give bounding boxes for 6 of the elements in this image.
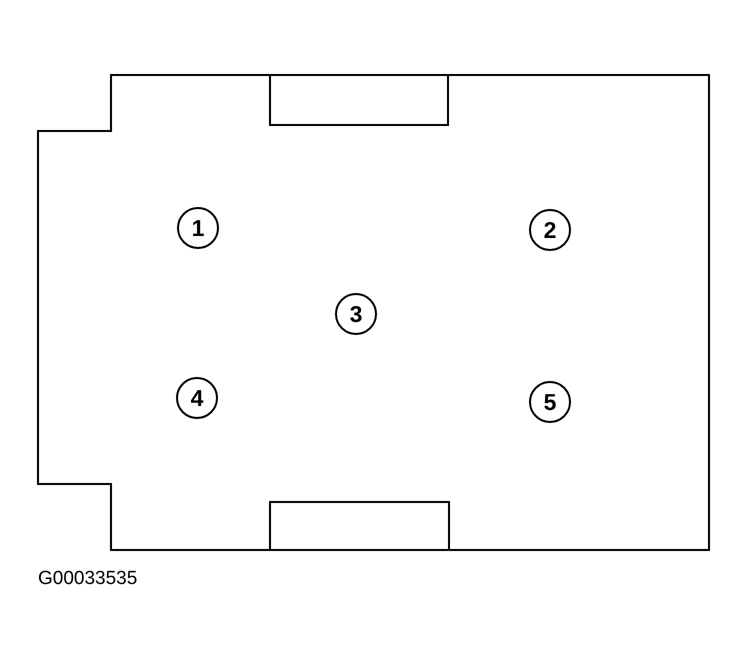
pin-number-circle: 5 xyxy=(529,381,571,423)
pin-number-circle: 1 xyxy=(177,207,219,249)
pin-number-circle: 2 xyxy=(529,209,571,251)
pin-number-circle: 3 xyxy=(335,293,377,335)
pin-number-circle: 4 xyxy=(176,377,218,419)
figure-code: G00033535 xyxy=(38,568,138,590)
